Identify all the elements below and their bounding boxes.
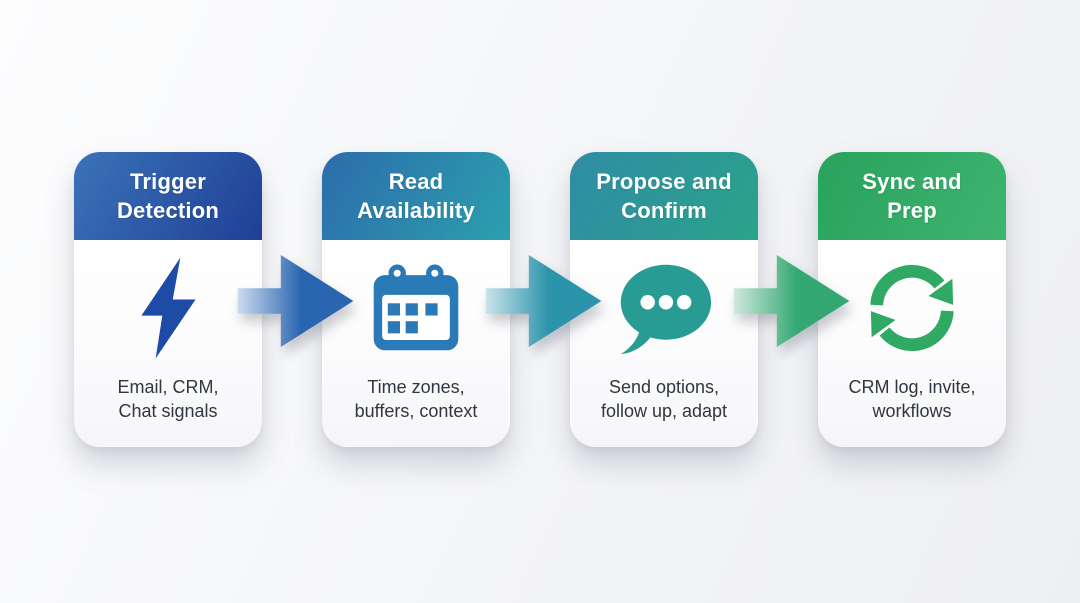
step-description: CRM log, invite, workflows xyxy=(840,376,983,423)
step-title-line: Propose and xyxy=(596,169,732,194)
step-description: Send options, follow up, adapt xyxy=(593,376,735,423)
step-title-line: Prep xyxy=(887,198,937,223)
step-card-trigger-detection: Trigger Detection Email, CRM, Chat signa… xyxy=(74,152,262,447)
step-title-line: Confirm xyxy=(621,198,707,223)
step-body: Time zones, buffers, context xyxy=(322,240,510,447)
step-title-line: Trigger xyxy=(130,169,206,194)
step-title-line: Sync and xyxy=(862,169,962,194)
step-desc-line: workflows xyxy=(872,400,952,421)
step-desc-line: follow up, adapt xyxy=(600,400,728,421)
step-desc-line: Chat signals xyxy=(118,400,218,421)
step-header: Trigger Detection xyxy=(74,152,262,240)
arrow-right-icon xyxy=(237,254,354,348)
sync-icon xyxy=(818,240,1006,376)
step-header: Sync and Prep xyxy=(818,152,1006,240)
arrow-right-icon xyxy=(733,254,850,348)
step-desc-line: Send options, xyxy=(608,377,720,397)
chat-bubble-icon xyxy=(570,240,758,376)
step-header: Read Availability xyxy=(322,152,510,240)
steps-row: Trigger Detection Email, CRM, Chat signa… xyxy=(74,152,1006,447)
step-description: Time zones, buffers, context xyxy=(347,376,486,423)
step-description: Email, CRM, Chat signals xyxy=(109,376,226,423)
step-body: Send options, follow up, adapt xyxy=(570,240,758,447)
step-title-line: Detection xyxy=(116,198,220,223)
arrow-right-icon xyxy=(485,254,602,348)
step-desc-line: Email, CRM, xyxy=(117,377,219,397)
step-title-line: Availability xyxy=(357,198,475,223)
step-desc-line: Time zones, xyxy=(367,377,465,397)
step-desc-line: buffers, context xyxy=(354,400,478,421)
step-desc-line: CRM log, invite, xyxy=(848,377,976,397)
step-card-sync-and-prep: Sync and Prep CRM log, invite, workflows xyxy=(818,152,1006,447)
step-card-propose-and-confirm: Propose and Confirm Send options, follow… xyxy=(570,152,758,447)
lightning-icon xyxy=(74,240,262,376)
step-title-line: Read xyxy=(388,169,444,194)
calendar-icon xyxy=(322,240,510,376)
step-body: Email, CRM, Chat signals xyxy=(74,240,262,447)
step-card-read-availability: Read Availability xyxy=(322,152,510,447)
step-body: CRM log, invite, workflows xyxy=(818,240,1006,447)
step-header: Propose and Confirm xyxy=(570,152,758,240)
